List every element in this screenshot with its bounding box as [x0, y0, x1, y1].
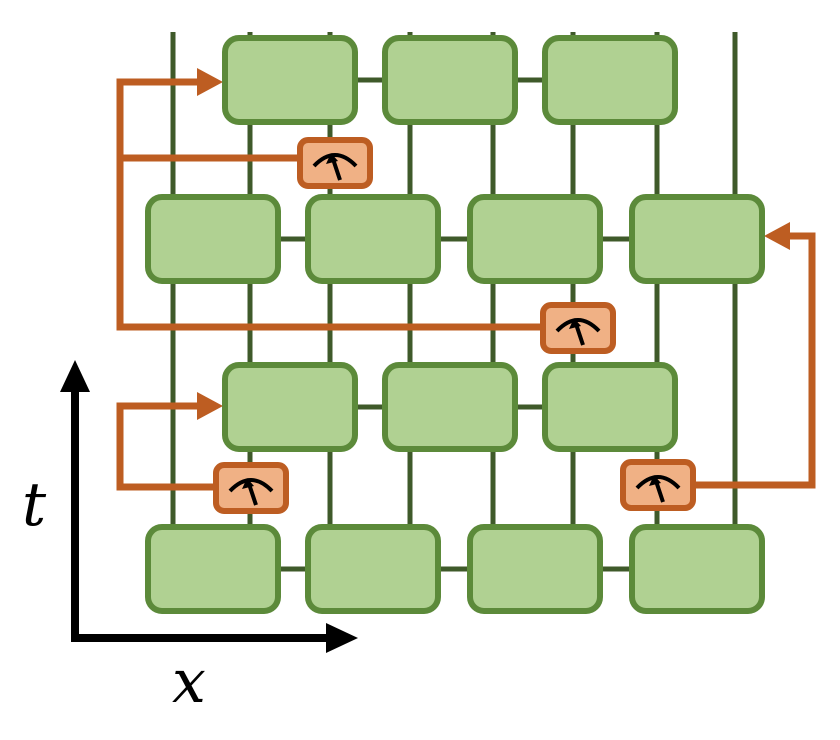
- feedback-arrowhead: [764, 222, 790, 250]
- meter-dial-icon: [312, 153, 358, 168]
- two-qubit-gate: [542, 362, 678, 452]
- two-qubit-gate: [305, 194, 441, 284]
- meter-dial-icon: [635, 475, 681, 490]
- two-qubit-gate: [145, 524, 281, 614]
- two-qubit-gate: [222, 35, 358, 125]
- time-axis-label: t: [22, 470, 47, 540]
- two-qubit-gate: [467, 194, 603, 284]
- space-axis-arrowhead: [326, 623, 358, 653]
- meter-needle-tip-icon: [649, 475, 661, 486]
- meter-needle-icon: [654, 480, 665, 503]
- meter-needle-icon: [331, 158, 342, 181]
- two-qubit-gate: [222, 362, 358, 452]
- feedback-path: [116, 402, 217, 491]
- meter-needle-tip-icon: [326, 153, 338, 164]
- two-qubit-gate: [145, 194, 281, 284]
- meter-needle-icon: [574, 323, 585, 346]
- feedback-arrowhead: [197, 392, 223, 420]
- two-qubit-gate: [629, 194, 765, 284]
- feedback-path: [116, 78, 545, 331]
- time-axis-arrowhead: [60, 360, 90, 392]
- space-axis-label: x: [172, 647, 206, 717]
- meter-dial-icon: [228, 478, 274, 493]
- feedback-path: [692, 232, 816, 489]
- two-qubit-gate: [467, 524, 603, 614]
- feedback-arrowhead: [197, 68, 223, 96]
- two-qubit-gate: [382, 35, 518, 125]
- two-qubit-gate: [629, 524, 765, 614]
- meter-needle-tip-icon: [569, 318, 581, 329]
- axes: t x: [22, 360, 358, 717]
- two-qubit-gate: [305, 524, 441, 614]
- two-qubit-gate: [382, 362, 518, 452]
- meter-dial-icon: [555, 318, 601, 333]
- meter-needle-icon: [247, 483, 258, 506]
- meter-needle-tip-icon: [242, 478, 254, 489]
- two-qubit-gate: [542, 35, 678, 125]
